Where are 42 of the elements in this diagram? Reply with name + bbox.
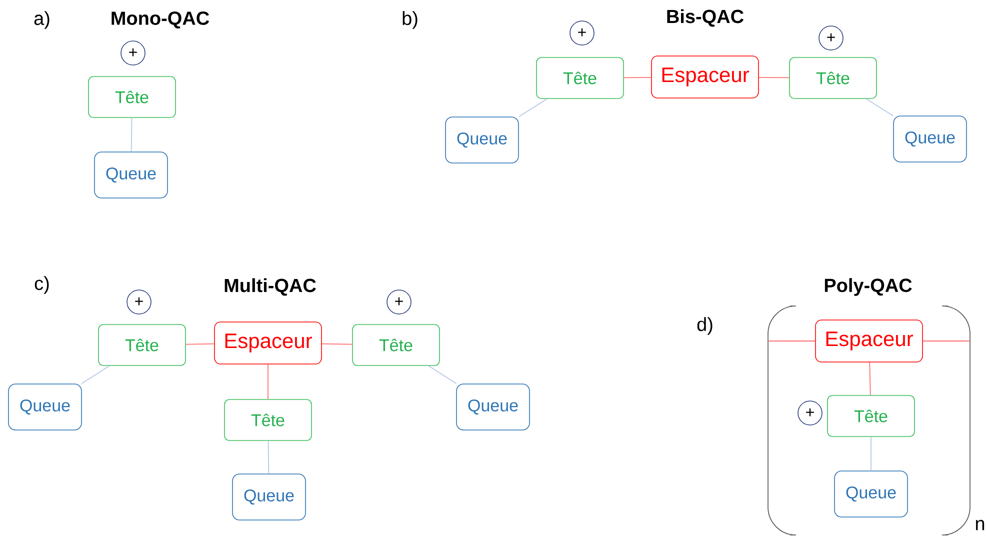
connector-line [518, 98, 548, 118]
head-box: Tête [536, 57, 624, 99]
head-box: Tête [98, 324, 186, 366]
bracket [768, 306, 796, 536]
panel-title: Poly-QAC [824, 278, 912, 296]
connector-line [922, 340, 970, 342]
connector-line [130, 117, 132, 152]
tail-box: Queue [94, 152, 168, 198]
tail-box: Queue [834, 470, 908, 518]
tail-box: Queue [8, 384, 82, 430]
bracket [942, 306, 970, 536]
tail-box: Queue [232, 474, 306, 520]
spacer-box: Espaceur [651, 56, 759, 98]
subscript-label: n [976, 520, 984, 530]
connector-line [870, 436, 872, 472]
connector-line [428, 365, 457, 384]
panel-label: c) [34, 276, 49, 294]
panel-title: Mono-QAC [112, 12, 210, 28]
spacer-box: Espaceur [815, 320, 923, 362]
panel-label: d) [697, 317, 712, 335]
panel-title: Multi-QAC [224, 278, 316, 296]
head-box: Tête [789, 57, 877, 99]
head-box: Tête [224, 399, 312, 441]
connector-line [81, 365, 110, 384]
panel-label: b) [402, 11, 418, 29]
connector-line [623, 76, 652, 78]
spacer-box: Espaceur [214, 322, 322, 364]
connector-line [869, 362, 871, 396]
connector-line [758, 76, 790, 78]
head-box: Tête [88, 76, 176, 118]
connector-line [268, 440, 270, 474]
head-box: Tête [827, 395, 915, 437]
panel-label: a) [34, 11, 50, 29]
tail-box: Queue [445, 116, 519, 164]
connector-line [185, 343, 215, 345]
connector-line [321, 343, 353, 345]
connector-line [768, 340, 816, 342]
panel-title: Bis-QAC [667, 9, 744, 27]
connector-line [866, 98, 894, 116]
tail-box: Queue [456, 384, 530, 430]
head-box: Tête [352, 324, 440, 366]
tail-box: Queue [893, 116, 967, 162]
